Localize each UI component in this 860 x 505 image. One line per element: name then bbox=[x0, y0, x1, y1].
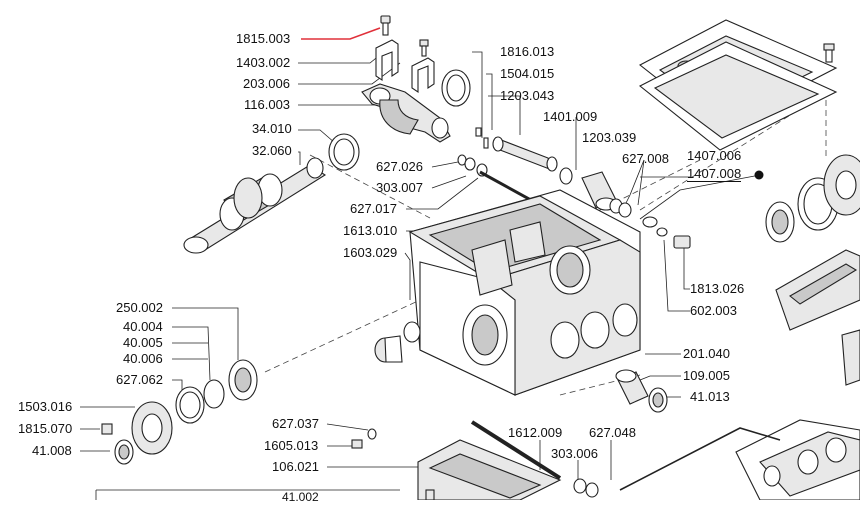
plug-1603-029 bbox=[374, 321, 421, 363]
label-602-003: 602.003 bbox=[690, 303, 737, 318]
label-1605-013: 1605.013 bbox=[264, 438, 319, 453]
label-627-037: 627.037 bbox=[272, 416, 319, 431]
flange-1503-016 bbox=[131, 401, 173, 455]
label-1603-029: 1603.029 bbox=[343, 245, 398, 260]
label-627-026: 627.026 bbox=[376, 159, 423, 174]
clip-203-006 bbox=[411, 39, 435, 94]
label-1407-006: 1407.006 bbox=[687, 148, 742, 163]
screw-1815-003 bbox=[380, 15, 391, 36]
label-250-002: 250.002 bbox=[116, 300, 163, 315]
label-34-010: 34.010 bbox=[252, 121, 292, 136]
bearing-right bbox=[765, 154, 860, 243]
label-627-048: 627.048 bbox=[589, 425, 636, 440]
label-1503-016: 1503.016 bbox=[18, 399, 73, 414]
label-627-062: 627.062 bbox=[116, 372, 163, 387]
bracket-1403-002 bbox=[375, 39, 399, 82]
label-303-006: 303.006 bbox=[551, 446, 598, 461]
label-1815-003: 1815.003 bbox=[236, 31, 291, 46]
label-627-017: 627.017 bbox=[350, 201, 397, 216]
manifold-right bbox=[775, 249, 860, 386]
sleeve-109-005 bbox=[615, 369, 649, 405]
label-40-004: 40.004 bbox=[123, 319, 163, 334]
label-201-040: 201.040 bbox=[683, 346, 730, 361]
label-41-002: 41.002 bbox=[282, 490, 319, 504]
label-627-008: 627.008 bbox=[622, 151, 669, 166]
label-1612-009: 1612.009 bbox=[508, 425, 563, 440]
label-1203-039: 1203.039 bbox=[582, 130, 637, 145]
label-1813-026: 1813.026 bbox=[690, 281, 745, 296]
label-1401-009: 1401.009 bbox=[543, 109, 598, 124]
label-1613-010: 1613.010 bbox=[343, 223, 398, 238]
label-41-008: 41.008 bbox=[32, 443, 72, 458]
label-116-003: 116.003 bbox=[244, 97, 291, 112]
label-32-060: 32.060 bbox=[252, 143, 292, 158]
plunger-1203-043 bbox=[492, 136, 558, 172]
label-40-005: 40.005 bbox=[123, 335, 163, 350]
label-1504-015: 1504.015 bbox=[500, 66, 555, 81]
crankcase-201-040 bbox=[408, 189, 641, 396]
label-106-021: 106.021 bbox=[272, 459, 319, 474]
label-40-006: 40.006 bbox=[123, 351, 163, 366]
label-1403-002: 1403.002 bbox=[236, 55, 291, 70]
leader-1815-003 bbox=[301, 27, 381, 40]
label-109-005: 109.005 bbox=[683, 368, 730, 383]
head-block-bottom-right bbox=[735, 419, 860, 501]
crankshaft-32-060 bbox=[183, 157, 327, 254]
label-203-006: 203.006 bbox=[243, 76, 290, 91]
label-1816-013: 1816.013 bbox=[500, 44, 555, 59]
cover-1407-006 bbox=[638, 19, 838, 151]
special-part-dot bbox=[754, 170, 764, 180]
label-41-013: 41.013 bbox=[690, 389, 730, 404]
bearing-250-002 bbox=[175, 359, 258, 424]
label-1815-070: 1815.070 bbox=[18, 421, 73, 436]
con-rod-116-003 bbox=[361, 83, 451, 143]
label-1407-008: 1407.008 bbox=[687, 166, 742, 182]
label-1203-043: 1203.043 bbox=[500, 88, 555, 103]
label-303-007: 303.007 bbox=[376, 180, 423, 195]
